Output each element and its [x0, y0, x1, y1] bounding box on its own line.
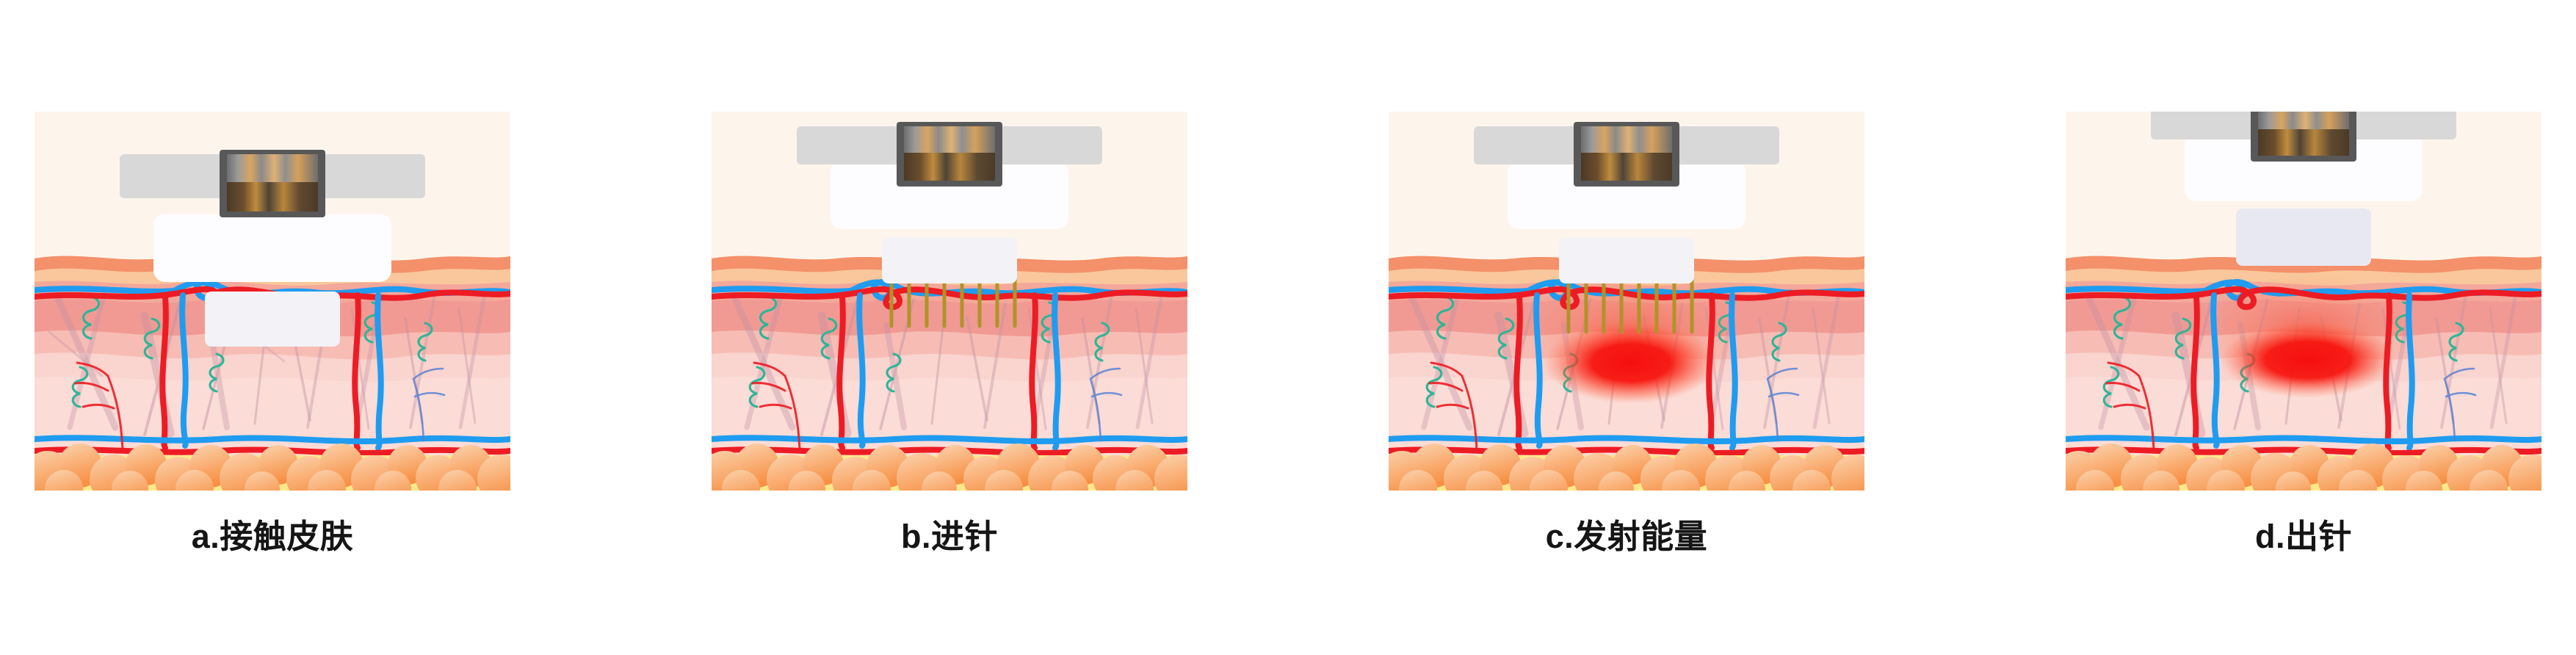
fat-cells: [35, 444, 510, 491]
panel-d-caption: d.出针: [2255, 518, 2352, 555]
sweat-glands: [748, 295, 1110, 408]
panel-c-caption: c.发射能量: [1545, 518, 1708, 555]
panel-c: c.发射能量: [1389, 112, 1864, 553]
panel-b-illustration: [712, 112, 1187, 491]
panel-a: a.接触皮肤: [35, 112, 510, 553]
cartridge-contacts-lower: [904, 153, 995, 181]
panel-d: d.出针: [2066, 112, 2541, 553]
handpiece-device: [797, 122, 1102, 283]
handpiece-body: [2185, 135, 2423, 201]
handpiece-body: [1508, 162, 1745, 229]
hypodermis: [2066, 444, 2541, 491]
cartridge-contacts-upper: [227, 154, 318, 182]
fat-cells: [1389, 444, 1864, 491]
capillary-network: [2066, 279, 2541, 456]
cartridge-contacts-lower: [227, 182, 318, 211]
handpiece-body: [831, 162, 1068, 229]
fat-cells: [712, 444, 1187, 491]
cartridge-contacts-upper: [1581, 126, 1672, 153]
handpiece-device: [1474, 122, 1779, 283]
handpiece-neck: [1559, 238, 1694, 283]
cartridge-contacts-upper: [904, 126, 995, 153]
handpiece-device: [2151, 112, 2456, 266]
handpiece-neck: [205, 292, 340, 347]
panel-d-illustration: [2066, 112, 2541, 491]
cartridge-contacts-lower: [1581, 153, 1672, 181]
handpiece-device: [120, 150, 425, 347]
cartridge-contacts-lower: [2258, 129, 2349, 156]
fat-cells: [2066, 444, 2541, 491]
handpiece-neck: [882, 238, 1017, 283]
handpiece-neck: [2236, 209, 2371, 266]
panel-b-caption: b.进针: [901, 518, 998, 555]
panel-a-illustration: [35, 112, 510, 491]
panel-b: b.进针: [712, 112, 1187, 553]
hypodermis: [712, 444, 1187, 491]
panel-c-illustration: [1389, 112, 1864, 491]
panel-a-caption: a.接触皮肤: [191, 518, 354, 555]
sweat-glands: [71, 295, 433, 408]
handpiece-body: [153, 214, 391, 282]
hypodermis: [1389, 444, 1864, 491]
hypodermis: [35, 444, 510, 491]
cartridge-contacts-upper: [2258, 112, 2349, 129]
